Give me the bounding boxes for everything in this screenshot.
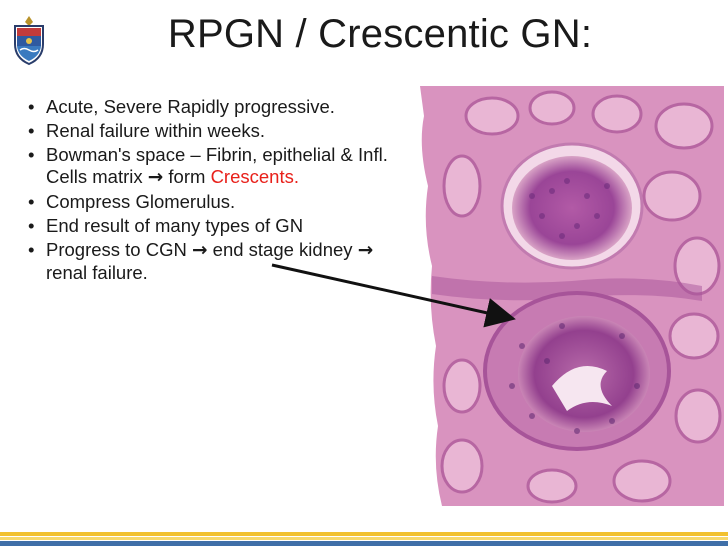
bullet-text: Bowman's space – Fibrin, epithelial & In…	[46, 144, 388, 187]
right-arrow-icon: →	[192, 240, 208, 261]
bullet-item: • End result of many types of GN	[28, 215, 388, 237]
bullet-list: • Acute, Severe Rapidly progressive. • R…	[28, 96, 388, 286]
bullet-item: • Progress to CGN → end stage kidney → r…	[28, 239, 388, 284]
bullet-item: • Bowman's space – Fibrin, epithelial & …	[28, 144, 388, 189]
bullet-marker: •	[28, 96, 35, 117]
bullet-marker: •	[28, 215, 35, 236]
slide-title: RPGN / Crescentic GN:	[167, 12, 593, 56]
bullet-item: • Renal failure within weeks.	[28, 120, 388, 142]
university-crest-logo	[14, 16, 44, 66]
bullet-text: Progress to CGN	[46, 239, 192, 260]
highlight-term: Crescents	[210, 166, 294, 187]
histology-micrograph	[402, 86, 724, 506]
bullet-marker: •	[28, 120, 35, 141]
bullet-text: Acute, Severe Rapidly progressive.	[46, 96, 335, 117]
right-arrow-icon: →	[147, 167, 164, 188]
bullet-item: • Compress Glomerulus.	[28, 191, 388, 213]
bullet-text: renal failure.	[46, 262, 148, 283]
bullet-text: form	[163, 166, 211, 187]
bullet-marker: •	[28, 239, 35, 260]
bullet-text: Renal failure within weeks.	[46, 120, 266, 141]
bullet-marker: •	[28, 191, 35, 212]
bullet-text: End result of many types of GN	[46, 215, 304, 236]
bullet-text: end stage kidney	[207, 239, 358, 260]
bullet-item: • Acute, Severe Rapidly progressive.	[28, 96, 388, 118]
bullet-marker: •	[28, 144, 35, 165]
bullet-text: Compress Glomerulus.	[46, 191, 236, 212]
right-arrow-icon: →	[357, 240, 374, 261]
footer-band	[0, 532, 728, 546]
bullet-text: .	[293, 166, 299, 187]
